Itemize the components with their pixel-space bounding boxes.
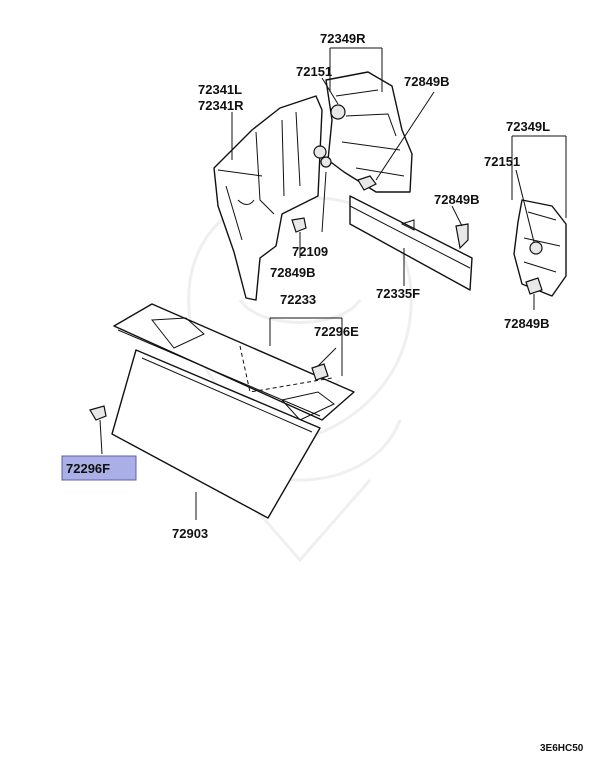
leader-lines xyxy=(99,47,567,520)
part-72341-side-trim xyxy=(213,95,323,301)
callout-72151-right[interactable]: 72151 xyxy=(484,154,520,169)
callout-labels: 72349R 72151 72849B 72341L 72341R 72349L… xyxy=(61,31,550,541)
highlight-box xyxy=(61,455,137,481)
callout-72849B-mid[interactable]: 72849B xyxy=(434,192,480,207)
callout-72349R[interactable]: 72349R xyxy=(320,31,366,46)
callout-72903[interactable]: 72903 xyxy=(172,526,208,541)
callout-72233[interactable]: 72233 xyxy=(280,292,316,307)
part-72233-parcel-shelf xyxy=(113,303,355,421)
callout-72335F[interactable]: 72335F xyxy=(376,286,420,301)
callout-72349L[interactable]: 72349L xyxy=(506,119,550,134)
part-72349R-trim xyxy=(325,71,413,193)
callout-72849B-left[interactable]: 72849B xyxy=(270,265,316,280)
callout-72341R[interactable]: 72341R xyxy=(198,98,244,113)
callout-72151-top[interactable]: 72151 xyxy=(296,64,332,79)
callout-72296F[interactable]: 72296F xyxy=(66,461,110,476)
callout-72341L[interactable]: 72341L xyxy=(198,82,242,97)
callout-72296E[interactable]: 72296E xyxy=(314,324,359,339)
fasteners xyxy=(89,104,543,421)
part-72903-board xyxy=(111,349,321,519)
diagram-code: 3E6HC50 xyxy=(540,743,584,754)
callout-72109[interactable]: 72109 xyxy=(292,244,328,259)
callout-72849B-top[interactable]: 72849B xyxy=(404,74,450,89)
part-72335F-panel xyxy=(349,195,473,291)
callout-72849B-right[interactable]: 72849B xyxy=(504,316,550,331)
